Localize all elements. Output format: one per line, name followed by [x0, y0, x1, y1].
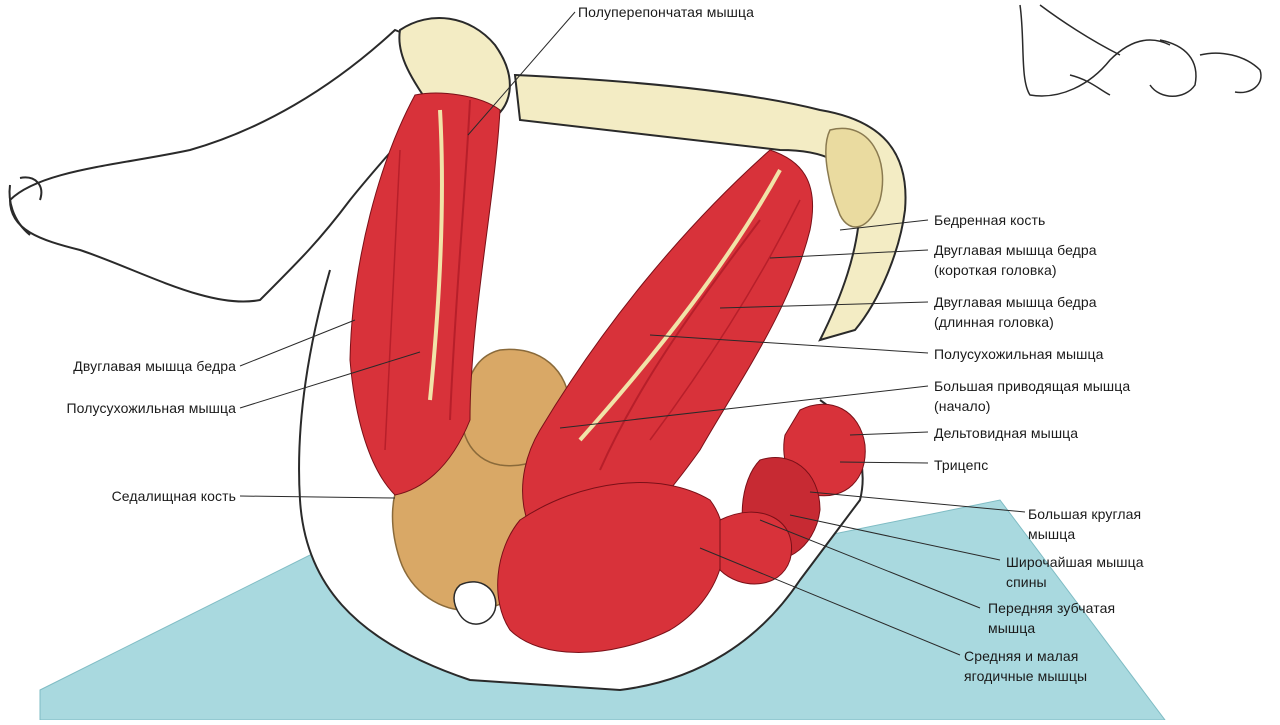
shoulder-muscles	[719, 403, 866, 585]
femur-right	[513, 73, 907, 342]
left-leg	[8, 28, 472, 303]
label-biceps-left: Двуглавая мышца бедра	[73, 358, 236, 374]
label-deltoid: Дельтовидная мышца	[934, 425, 1079, 441]
label-biceps-short: Двуглавая мышца бедра (короткая головка)	[934, 240, 1097, 280]
label-gluteus: Средняя и малая ягодичные мышцы	[964, 646, 1087, 686]
label-semitendinosus-left: Полусухожильная мышца	[66, 400, 236, 416]
label-triceps: Трицепс	[934, 457, 989, 473]
label-teres-major-text: Большая круглая мышца	[1028, 506, 1142, 542]
label-biceps-long: Двуглавая мышца бедра (длинная головка)	[934, 292, 1097, 332]
right-hamstrings	[522, 149, 814, 561]
label-biceps-long-text: Двуглавая мышца бедра (длинная головка)	[934, 294, 1097, 330]
thumbnail-sketch	[1019, 4, 1262, 97]
label-serratus-text: Передняя зубчатая мышца	[988, 600, 1116, 636]
label-serratus: Передняя зубчатая мышца	[988, 598, 1115, 638]
leader-lines	[239, 11, 1026, 656]
label-femur: Бедренная кость	[934, 212, 1046, 228]
label-semimembranosus-top: Полуперепончатая мышца	[578, 4, 754, 20]
label-semitendinosus-right: Полусухожильная мышца	[934, 346, 1104, 362]
label-adductor-magnus-text: Большая приводящая мышца (начало)	[934, 378, 1131, 414]
left-hamstrings	[349, 92, 501, 496]
label-ischium: Седалищная кость	[111, 488, 236, 504]
label-gluteus-text: Средняя и малая ягодичные мышцы	[964, 648, 1088, 684]
label-latissimus-text: Широчайшая мышца спины	[1006, 554, 1144, 590]
label-adductor-magnus: Большая приводящая мышца (начало)	[934, 376, 1130, 416]
label-latissimus: Широчайшая мышца спины	[1006, 552, 1144, 592]
hand	[453, 581, 497, 625]
label-biceps-short-text: Двуглавая мышца бедра (короткая головка)	[934, 242, 1097, 278]
gluteus-muscle	[497, 482, 725, 653]
label-teres-major: Большая круглая мышца	[1028, 504, 1141, 544]
